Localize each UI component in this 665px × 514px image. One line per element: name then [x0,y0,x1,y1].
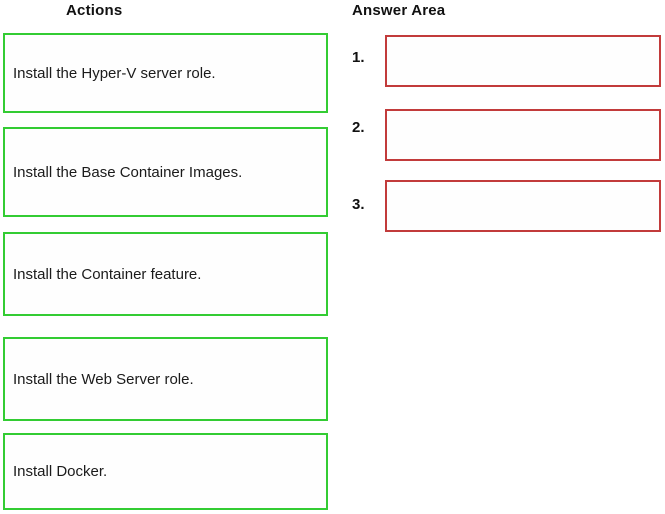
answer-slot-1[interactable] [385,35,661,87]
answer-slot-number-2: 2. [352,119,365,136]
action-card-label: Install Docker. [13,463,108,480]
action-card-label: Install the Hyper-V server role. [13,64,216,82]
answer-slot-number-1: 1. [352,49,365,66]
action-card-container-feature[interactable]: Install the Container feature. [3,232,328,316]
action-card-label: Install the Container feature. [13,265,202,283]
action-card-label: Install the Web Server role. [13,370,194,388]
answer-slot-2[interactable] [385,109,661,161]
action-card-hyperv-role[interactable]: Install the Hyper-V server role. [3,33,328,113]
answer-area-header: Answer Area [352,2,446,19]
action-card-label: Install the Base Container Images. [13,163,243,181]
answer-slot-3[interactable] [385,180,661,232]
answer-slot-number-3: 3. [352,196,365,213]
action-card-web-server-role[interactable]: Install the Web Server role. [3,337,328,421]
actions-column-header: Actions [66,2,123,19]
action-card-docker[interactable]: Install Docker. [3,433,328,510]
action-card-base-container-images[interactable]: Install the Base Container Images. [3,127,328,217]
